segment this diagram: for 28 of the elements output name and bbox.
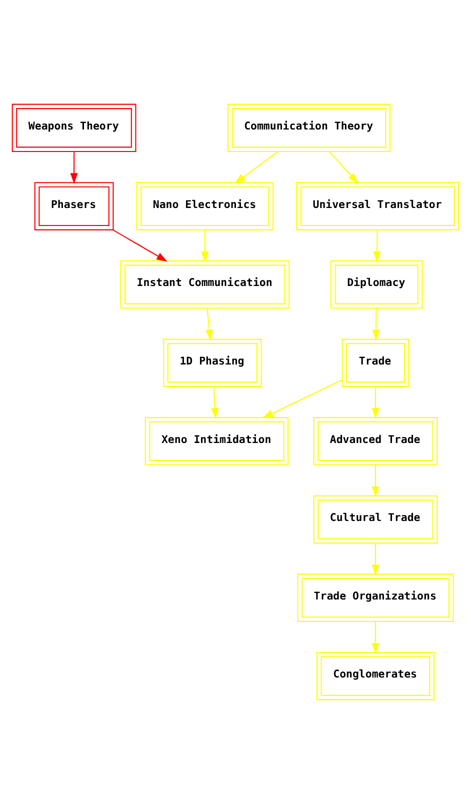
arrow xyxy=(329,150,358,183)
node-box: Advanced Trade xyxy=(313,416,438,465)
arrow xyxy=(372,621,380,654)
node-box: Weapons Theory xyxy=(12,103,136,152)
arrow xyxy=(372,386,380,418)
node-box: Cultural Trade xyxy=(313,494,438,544)
arrow xyxy=(234,150,278,183)
node-box: Trade Organizations xyxy=(297,573,454,622)
arrow xyxy=(372,308,380,340)
node-box: Diplomacy xyxy=(330,260,423,308)
node-box: Instant Communication xyxy=(120,260,290,308)
arrow xyxy=(373,230,381,262)
arrow xyxy=(70,151,78,184)
node-box: 1D Phasing xyxy=(163,338,262,386)
arrow xyxy=(372,464,380,497)
arrow xyxy=(372,542,380,575)
node-box: Xeno Intimidation xyxy=(144,416,289,465)
node-box: Communication Theory xyxy=(227,103,391,152)
node-box: Phasers xyxy=(34,182,114,230)
arrow xyxy=(112,228,168,262)
node-box: Nano Electronics xyxy=(136,182,274,230)
node-box: Trade xyxy=(342,338,410,386)
node-box: Universal Translator xyxy=(296,182,460,230)
arrow xyxy=(262,378,342,418)
node-box: Conglomerates xyxy=(316,651,434,700)
arrow xyxy=(206,308,214,340)
arrow xyxy=(201,230,209,262)
arrow xyxy=(211,386,219,418)
